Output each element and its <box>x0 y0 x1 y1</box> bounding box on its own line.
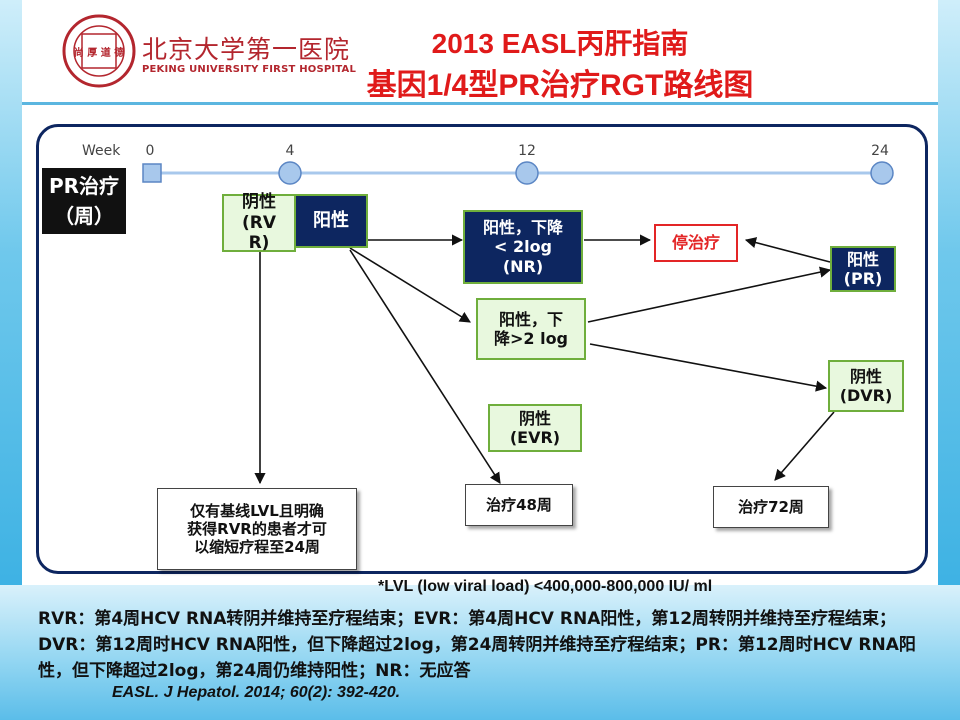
nr-box: 阳性，下降 < 2log (NR) <box>463 210 583 284</box>
timeline-tick-12: 12 <box>518 143 536 159</box>
timeline-tick-4: 4 <box>286 143 295 159</box>
dvr-line1: 阴性 <box>849 366 882 386</box>
nr-line3: (NR) <box>502 256 544 276</box>
rvr-negative-box: 阴性 (RV R) <box>222 192 296 254</box>
dvr-line2: (DVR) <box>839 386 893 405</box>
week4-positive-text: 阳性 <box>313 210 349 232</box>
arrow-drop-to-pr <box>587 266 832 323</box>
drop-over-2log-box: 阳性，下 降>2 log <box>476 298 586 360</box>
stop-treatment-text: 停治疗 <box>671 233 720 253</box>
lvl-footnote: *LVL (low viral load) <400,000-800,000 I… <box>378 578 713 595</box>
timeline-week24-marker <box>870 161 894 185</box>
arrow-drop-to-dvr <box>589 343 828 392</box>
arrow-positive-to-drop <box>349 247 471 323</box>
rvr-line3: R) <box>248 233 270 254</box>
week4-positive-box: 阳性 <box>294 194 368 248</box>
treat-72-text: 治疗72周 <box>738 498 804 516</box>
arrow-positive-to-treat48 <box>349 249 501 484</box>
pr-line1: 阳性 <box>846 249 879 269</box>
pr-line2: (PR) <box>843 269 883 288</box>
rvr-line2: (RV <box>241 212 277 233</box>
bottom-decor-band <box>0 585 960 720</box>
nr-line1: 阳性，下降 <box>482 218 563 238</box>
short-line2: 获得RVR的患者才可 <box>187 520 327 538</box>
university-name-en: PEKING UNIVERSITY FIRST HOSPITAL <box>142 64 357 75</box>
treat-48-weeks-box: 治疗48周 <box>465 484 573 526</box>
left-decor-bar <box>0 0 22 720</box>
treat-48-text: 治疗48周 <box>486 496 552 514</box>
drop-line2: 降>2 log <box>493 329 569 348</box>
timeline-tick-24: 24 <box>871 143 889 159</box>
timeline-week4-marker <box>278 161 302 185</box>
citation-text: EASL. J Hepatol. 2014; 60(2): 392-420. <box>112 684 401 701</box>
pr-treatment-label: PR治疗 （周） <box>42 168 126 234</box>
slide-title-line2: 基因1/4型PR治疗RGT路线图 <box>366 69 754 102</box>
pr-box: 阳性 (PR) <box>830 246 896 292</box>
logo-text: 尚 厚 道 德 <box>74 46 124 59</box>
pr-label-line2: （周） <box>54 204 114 228</box>
evr-line1: 阴性 <box>518 408 551 428</box>
evr-box: 阴性 (EVR) <box>488 404 582 452</box>
evr-line2: (EVR) <box>509 428 561 447</box>
short-line3: 以缩短疗程至24周 <box>194 538 320 556</box>
header-divider <box>22 102 938 105</box>
pr-label-line1: PR治疗 <box>48 174 120 198</box>
timeline-tick-0: 0 <box>146 143 155 159</box>
rvr-line1: 阴性 <box>242 192 276 213</box>
university-seal-logo: 尚 厚 道 德 <box>62 14 136 88</box>
treat-72-weeks-box: 治疗72周 <box>713 486 829 528</box>
timeline-week-label: Week <box>82 143 121 159</box>
dvr-box: 阴性 (DVR) <box>828 360 904 412</box>
timeline-start-marker <box>142 163 162 183</box>
short-line1: 仅有基线LVL且明确 <box>190 502 324 520</box>
definitions-text: RVR：第4周HCV RNA转阴并维持至疗程结束；EVR：第4周HCV RNA阳… <box>38 609 916 681</box>
arrow-dvr-to-treat72 <box>774 411 835 481</box>
stop-treatment-box: 停治疗 <box>654 224 738 262</box>
slide-title-line1: 2013 EASL丙肝指南 <box>431 28 689 59</box>
shorten-course-note-box: 仅有基线LVL且明确 获得RVR的患者才可 以缩短疗程至24周 <box>157 488 357 570</box>
arrow-pr-to-stop <box>744 237 831 263</box>
university-name-cn: 北京大学第一医院 <box>142 35 351 64</box>
timeline-week12-marker <box>515 161 539 185</box>
nr-line2: < 2log <box>493 237 553 257</box>
drop-line1: 阳性，下 <box>498 309 563 329</box>
right-decor-bar <box>938 0 960 720</box>
